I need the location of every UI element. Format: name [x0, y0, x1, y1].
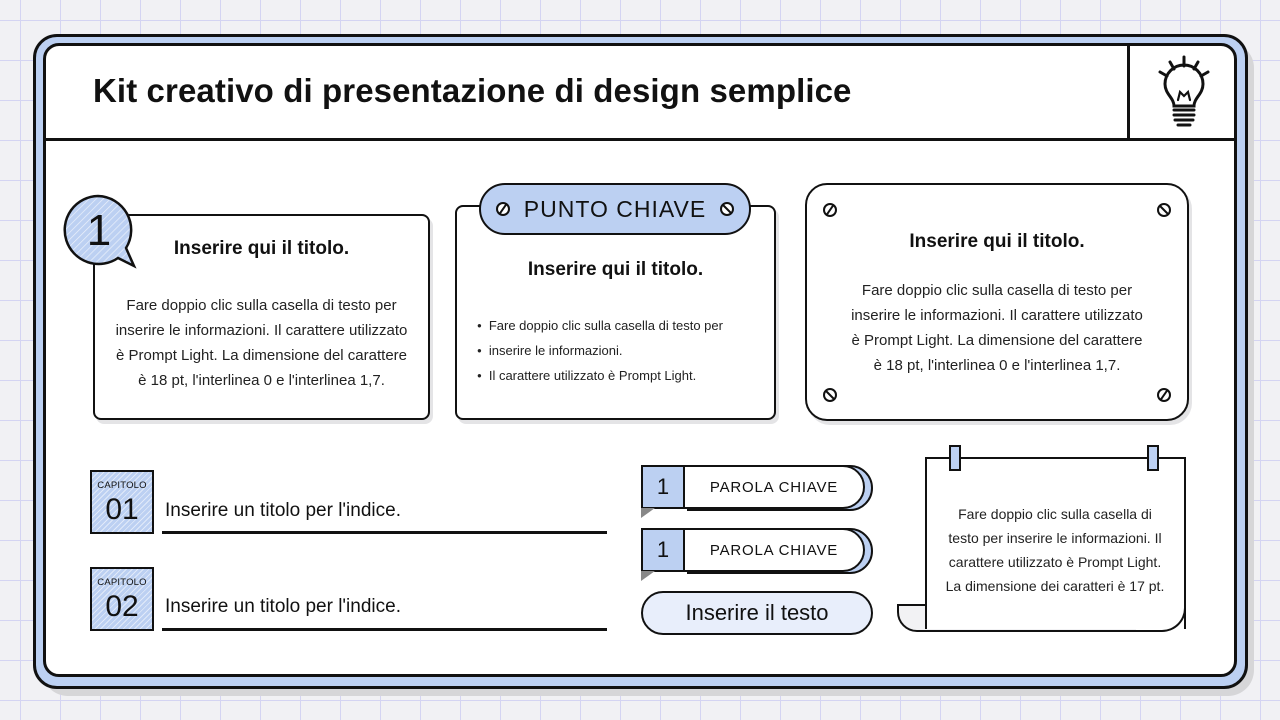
screw-icon — [1157, 388, 1171, 402]
scroll-roll — [1136, 582, 1186, 632]
keyword-number: 1 — [641, 465, 685, 509]
info-card-numbered[interactable]: Inserire qui il titolo. Fare doppio clic… — [93, 214, 430, 420]
screw-icon — [495, 202, 510, 216]
screw-icon — [720, 202, 735, 216]
key-point-label: PUNTO CHIAVE — [523, 195, 707, 222]
bullet-item: Fare doppio clic sulla casella di testo … — [477, 314, 723, 339]
keyword-label: PAROLA CHIAVE — [683, 528, 865, 572]
chapter-underline — [162, 531, 607, 534]
chapter-badge: CAPITOLO 02 — [90, 567, 154, 631]
text-pill-button[interactable]: Inserire il testo — [641, 591, 873, 635]
key-point-card[interactable]: Inserire qui il titolo. Fare doppio clic… — [455, 205, 776, 420]
chapter-underline — [162, 628, 607, 631]
card-body: Fare doppio clic sulla casella di testo … — [115, 297, 408, 389]
chapter-number: 02 — [105, 590, 139, 623]
tape-icon — [949, 445, 961, 471]
ribbon-fold — [641, 571, 655, 581]
chapter-badge: CAPITOLO 01 — [90, 470, 154, 534]
keyword-tag[interactable]: PAROLA CHIAVE 1 — [641, 528, 873, 581]
chapter-title[interactable]: Inserire un titolo per l'indice. — [165, 500, 401, 521]
key-point-header[interactable]: PUNTO CHIAVE — [479, 183, 751, 235]
chapter-label: CAPITOLO — [97, 577, 147, 588]
keyword-number: 1 — [641, 528, 685, 572]
speech-bubble-icon — [63, 194, 137, 269]
scroll-body: Fare doppio clic sulla casella di testo … — [945, 506, 1165, 594]
bullet-list: Fare doppio clic sulla casella di testo … — [477, 314, 723, 389]
card-title: Inserire qui il titolo. — [909, 231, 1085, 252]
keyword-tag[interactable]: PAROLA CHIAVE 1 — [641, 465, 873, 518]
chapter-label: CAPITOLO — [97, 480, 147, 491]
chapter-number: 01 — [105, 493, 139, 526]
lightbulb-icon — [1158, 55, 1210, 127]
header-divider — [46, 138, 1234, 141]
card-body: Fare doppio clic sulla casella di testo … — [851, 282, 1143, 374]
screw-icon — [823, 388, 837, 402]
bullet-item: Il carattere utilizzato è Prompt Light. — [477, 364, 723, 389]
keyword-label: PAROLA CHIAVE — [683, 465, 865, 509]
plaque-card[interactable]: Inserire qui il titolo. Fare doppio clic… — [805, 183, 1189, 421]
ribbon-fold — [641, 508, 655, 518]
page-title: Kit creativo di presentazione di design … — [93, 72, 852, 109]
card-title: Inserire qui il titolo. — [173, 238, 350, 259]
tape-icon — [1147, 445, 1159, 471]
screw-icon — [823, 203, 837, 217]
card-title: Inserire qui il titolo. — [527, 259, 704, 280]
chapter-title[interactable]: Inserire un titolo per l'indice. — [165, 596, 401, 617]
bullet-item: inserire le informazioni. — [477, 339, 723, 364]
badge-number: 1 — [86, 206, 112, 255]
screw-icon — [1157, 203, 1171, 217]
header-icon-divider — [1127, 46, 1130, 140]
